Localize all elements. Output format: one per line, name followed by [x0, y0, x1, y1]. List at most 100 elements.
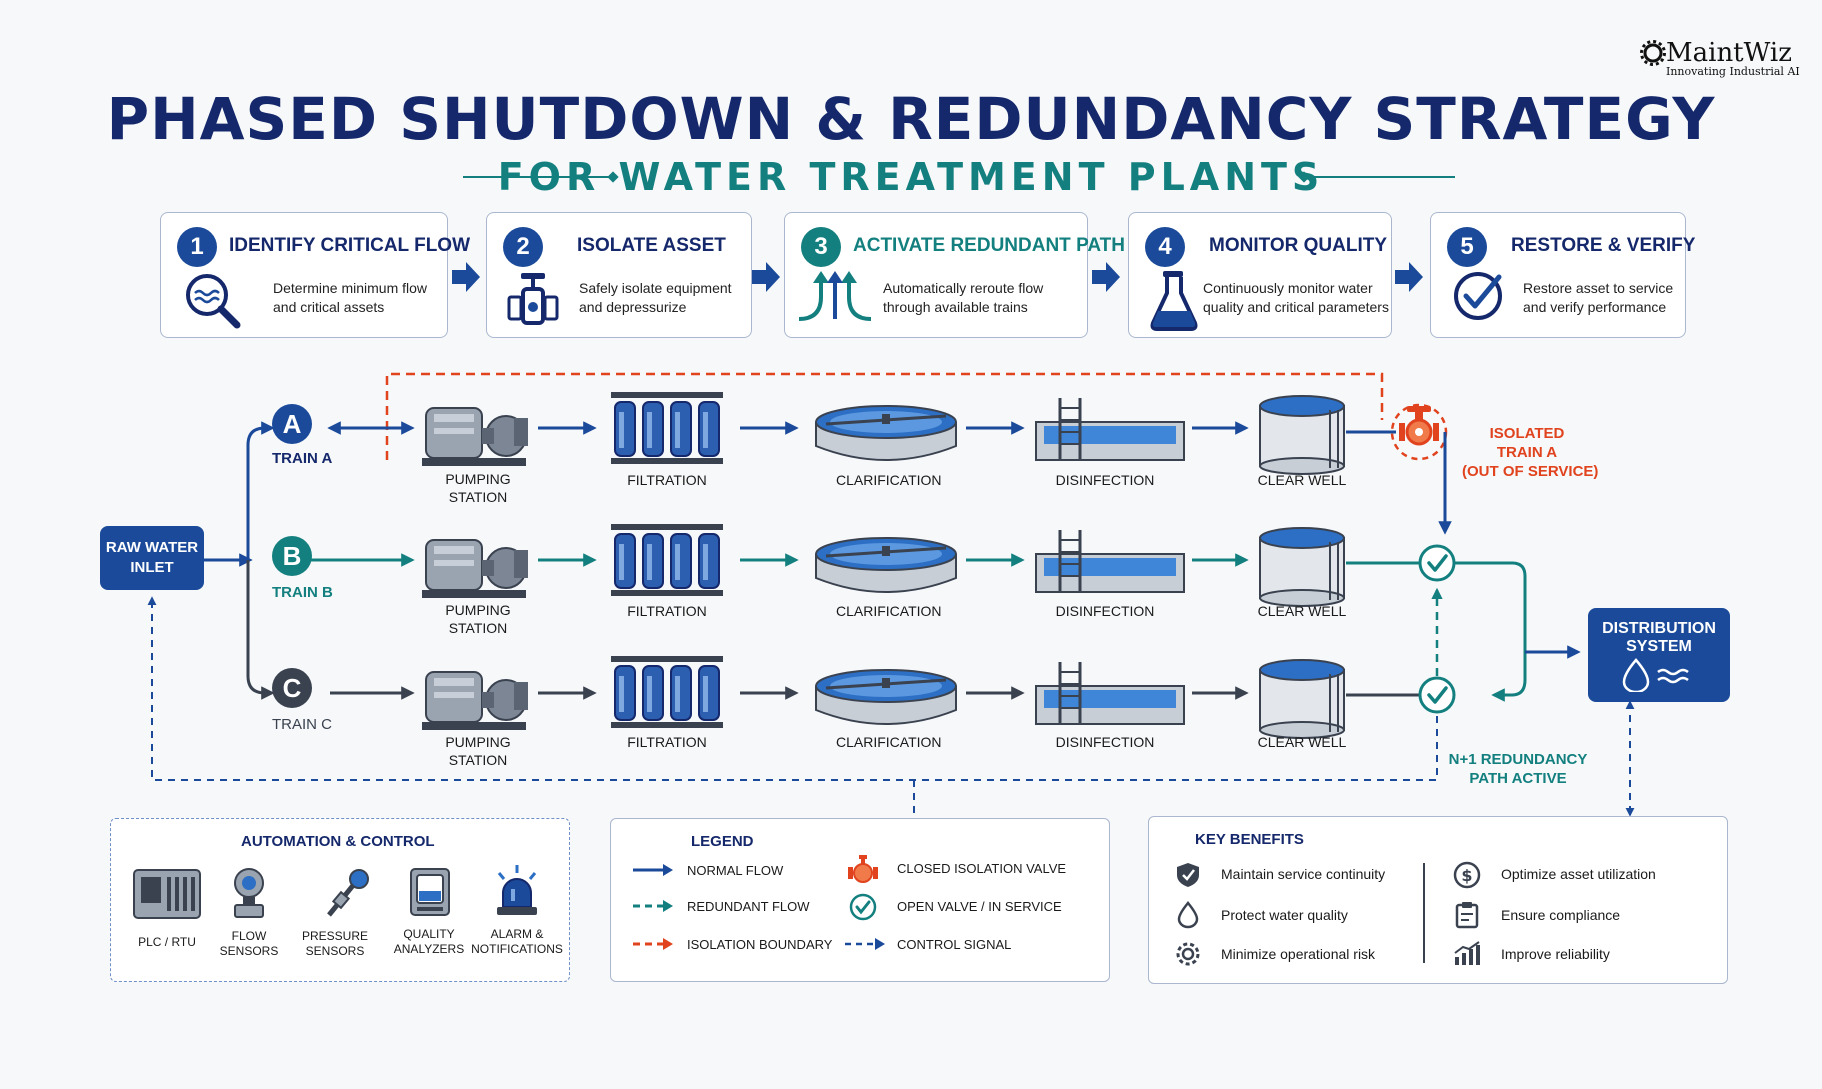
split-arrows-icon	[798, 271, 872, 321]
train-c-marker: C	[272, 668, 312, 708]
benefit-item: Maintain service continuity	[1221, 866, 1386, 882]
train-b-marker: B	[272, 536, 312, 576]
gear-icon	[1176, 942, 1200, 966]
page-title: PHASED SHUTDOWN & REDUNDANCY STRATEGY	[106, 85, 1716, 153]
automation-item-label: PLC / RTU	[138, 935, 196, 949]
step-card-4: 4 MONITOR QUALITY Continuously monitor w…	[1128, 212, 1392, 338]
step-card-2: 2 ISOLATE ASSET Safely isolate equipment…	[486, 212, 752, 338]
step-title: ISOLATE ASSET	[577, 235, 726, 256]
water-drop-icon	[1622, 658, 1689, 694]
legend-closed-isolation-valve: CLOSED ISOLATION VALVE	[897, 861, 1067, 876]
stage-label-filtration: FILTRATION	[627, 603, 707, 619]
open-valve-icon	[1418, 544, 1456, 582]
key-benefits-panel: KEY BENEFITS Maintain service continuity…	[1148, 816, 1728, 984]
magnifier-water-icon	[186, 274, 241, 329]
distribution-system: DISTRIBUTION SYSTEM	[1588, 608, 1730, 702]
open-valve-legend-icon	[849, 893, 877, 921]
stage-label-clear-well: CLEAR WELL	[1257, 603, 1347, 619]
closed-valve-legend-icon	[848, 855, 878, 883]
benefit-item: Improve reliability	[1501, 946, 1610, 962]
step-title: ACTIVATE REDUNDANT PATH	[853, 235, 1125, 256]
stage-label-filtration: FILTRATION	[627, 734, 707, 750]
step-arrow-icon	[1395, 262, 1423, 292]
step-number: 1	[177, 227, 217, 267]
benefit-item: Optimize asset utilization	[1501, 866, 1656, 882]
benefit-item: Minimize operational risk	[1221, 946, 1376, 962]
benefit-item: Ensure compliance	[1501, 907, 1621, 923]
bar-chart-icon	[1454, 941, 1480, 965]
clipboard-icon	[1455, 902, 1479, 929]
shield-icon	[1177, 863, 1199, 887]
automation-item-label: ALARM &NOTIFICATIONS	[471, 927, 563, 956]
step-title: MONITOR QUALITY	[1209, 235, 1388, 256]
step-arrow-icon	[452, 262, 480, 292]
plc-rtu-icon	[133, 869, 201, 919]
step-arrow-icon	[1092, 262, 1120, 292]
train-c-label: TRAIN C	[272, 716, 332, 733]
step-number: 3	[801, 227, 841, 267]
benefit-item: Protect water quality	[1221, 907, 1348, 923]
stage-label-clarification: CLARIFICATION	[836, 734, 942, 750]
step-arrow-icon	[752, 262, 780, 292]
svg-text:$: $	[1461, 866, 1472, 885]
redundant-flow-legend-icon	[633, 900, 673, 912]
open-valve-icon	[1418, 676, 1456, 714]
alarm-icon	[497, 865, 537, 915]
train-a-label: TRAIN A	[272, 450, 333, 467]
stage-label-disinfection: DISINFECTION	[1055, 734, 1155, 750]
stage-label-clarification: CLARIFICATION	[836, 603, 942, 619]
legend-open-valve: OPEN VALVE / IN SERVICE	[897, 899, 1062, 914]
train-b-label: TRAIN B	[272, 584, 333, 601]
control-signal-legend-icon	[845, 938, 885, 950]
normal-flow-legend-icon	[633, 864, 673, 876]
legend-panel: LEGEND NORMAL FLOW REDUNDANT FLOW ISOLAT…	[610, 818, 1110, 982]
step-card-1: 1 IDENTIFY CRITICAL FLOW Determine minim…	[160, 212, 470, 338]
flow-sensor-icon	[234, 868, 264, 918]
step-card-5: 5 RESTORE & VERIFY Restore asset to serv…	[1430, 212, 1695, 338]
stage-label-disinfection: DISINFECTION	[1055, 472, 1155, 488]
stage-label-clear-well: CLEAR WELL	[1257, 472, 1347, 488]
stage-label-filtration: FILTRATION	[627, 472, 707, 488]
subtitle-ornament-left	[463, 176, 613, 178]
legend-redundant-flow: REDUNDANT FLOW	[687, 899, 810, 914]
benefits-divider	[1423, 863, 1425, 963]
page-subtitle: FOR WATER TREATMENT PLANTS	[497, 155, 1325, 199]
gear-logo-icon	[1640, 40, 1666, 66]
valve-icon	[507, 273, 559, 325]
dollar-circle-icon: $	[1453, 861, 1481, 889]
benefits-title: KEY BENEFITS	[1195, 831, 1304, 848]
logo-tagline: Innovating Industrial AI	[1666, 65, 1800, 78]
train-a-marker: A	[272, 404, 312, 444]
water-drop-icon	[1177, 901, 1199, 929]
legend-control-signal: CONTROL SIGNAL	[897, 937, 1012, 952]
step-number: 2	[503, 227, 543, 267]
check-circle-icon	[1454, 272, 1502, 320]
step-number: 4	[1145, 227, 1185, 267]
stage-label-clear-well: CLEAR WELL	[1257, 734, 1347, 750]
step-title: IDENTIFY CRITICAL FLOW	[229, 235, 471, 256]
stage-label-clarification: CLARIFICATION	[836, 472, 942, 488]
subtitle-ornament-right	[1305, 176, 1455, 178]
automation-title: AUTOMATION & CONTROL	[241, 833, 435, 850]
step-card-3: 3 ACTIVATE REDUNDANT PATH Automatically …	[784, 212, 1125, 338]
legend-title: LEGEND	[691, 833, 754, 850]
step-number: 5	[1447, 227, 1487, 267]
step-title: RESTORE & VERIFY	[1511, 235, 1696, 256]
legend-isolation-boundary: ISOLATION BOUNDARY	[687, 937, 833, 952]
logo-name: MaintWiz	[1666, 38, 1792, 68]
pressure-sensor-icon	[327, 869, 369, 917]
logo: MaintWiz Innovating Industrial AI	[1640, 38, 1800, 78]
